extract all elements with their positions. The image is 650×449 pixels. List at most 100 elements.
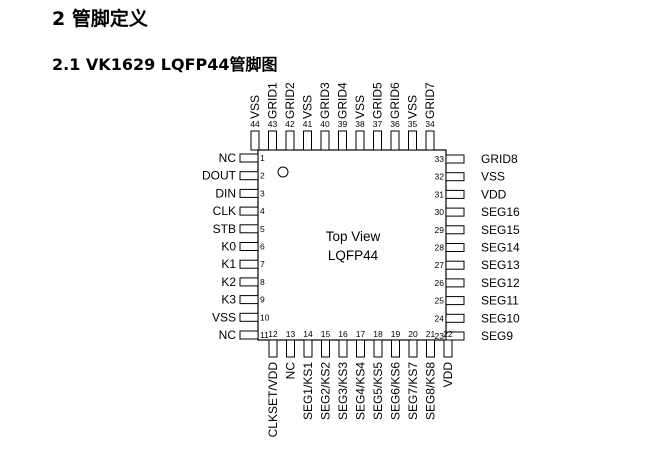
- pin-name: SEG4/KS4: [354, 362, 368, 420]
- pin-number: 40: [320, 119, 330, 129]
- chip-body: [257, 149, 447, 341]
- pin-number: 15: [321, 329, 331, 339]
- pin-number: 28: [435, 243, 445, 253]
- pin-name: SEG12: [481, 276, 520, 290]
- pin-name: DOUT: [202, 169, 237, 183]
- pin-name: CLK: [213, 204, 236, 218]
- pin-name: SEG10: [481, 311, 520, 325]
- pin-number: 12: [268, 329, 278, 339]
- pin-number: 25: [435, 296, 445, 306]
- pin-lead: [250, 130, 260, 151]
- pin-name: GRID7: [423, 82, 437, 119]
- pin-number: 37: [373, 119, 383, 129]
- pin-number: 36: [390, 119, 400, 129]
- pin-name: SEG6/KS6: [389, 362, 403, 420]
- pin-number: 32: [435, 172, 445, 182]
- pin-number: 10: [260, 312, 270, 322]
- pin-lead: [239, 295, 259, 305]
- pin-name: SEG14: [481, 241, 520, 255]
- pin-lead: [445, 172, 465, 182]
- pin-number: 9: [260, 295, 265, 305]
- pin-lead: [239, 153, 259, 163]
- pin-number: 11: [260, 330, 269, 340]
- pin-lead: [373, 339, 383, 358]
- pin-lead: [285, 130, 295, 151]
- pin-name: VSS: [406, 95, 420, 119]
- pin-name: K2: [221, 275, 236, 289]
- pin-lead: [338, 339, 348, 358]
- pin-name: GRID1: [266, 82, 280, 119]
- subsection-title: 2.1 VK1629 LQFP44管脚图: [52, 55, 278, 74]
- pin-number: 19: [391, 329, 401, 339]
- pin-number: 35: [408, 119, 418, 129]
- pin-name: GRID5: [371, 82, 385, 119]
- pin-number: 26: [435, 278, 445, 288]
- pin-name: VSS: [301, 95, 315, 119]
- pin-lead: [239, 171, 259, 181]
- pin-lead: [408, 339, 418, 358]
- pin-lead: [239, 330, 259, 340]
- pin-number: 17: [356, 329, 366, 339]
- pin-lead: [338, 130, 347, 151]
- pin-name: SEG13: [481, 258, 520, 272]
- pin-number: 20: [408, 329, 418, 339]
- pin-lead: [356, 339, 365, 358]
- pin-number: 8: [260, 277, 265, 287]
- pin-number: 44: [250, 119, 260, 129]
- pin-name: SEG9: [481, 329, 513, 343]
- pin-lead: [445, 225, 465, 235]
- pin-number: 7: [260, 259, 265, 269]
- pin-lead: [445, 207, 465, 217]
- pin-number: 27: [435, 260, 445, 270]
- pin-name: CLKSET/VDD: [266, 362, 280, 438]
- pin-number: 34: [425, 119, 435, 129]
- pin-name: SEG15: [481, 223, 520, 237]
- pin-name: GRID2: [283, 82, 297, 119]
- pin-lead: [320, 130, 330, 151]
- pin-lead: [239, 206, 259, 216]
- pin-lead: [445, 154, 465, 164]
- pin-lead: [445, 331, 465, 341]
- pin-name: SEG3/KS3: [336, 362, 350, 420]
- pin-name: SEG7/KS7: [406, 362, 420, 420]
- pin-lead: [445, 260, 465, 270]
- pin-lead: [239, 224, 259, 234]
- pin-name: VSS: [353, 95, 367, 119]
- pin-number: 4: [260, 206, 265, 216]
- pin-lead: [408, 130, 417, 151]
- pin-lead: [303, 130, 312, 151]
- pin-number: 18: [373, 329, 383, 339]
- pin-number: 21: [426, 329, 436, 339]
- pin-lead: [445, 243, 465, 252]
- pin-number: 31: [435, 189, 445, 199]
- pin-name: GRID6: [388, 82, 402, 119]
- pin-lead: [426, 339, 435, 358]
- pin-lead: [239, 188, 259, 198]
- pin-number: 16: [338, 329, 348, 339]
- pin-name: VSS: [248, 95, 262, 119]
- top-view-label: Top View: [326, 229, 381, 244]
- pin-number: 22: [443, 329, 453, 339]
- pin-lead: [239, 277, 259, 287]
- pin-number: 5: [260, 224, 265, 234]
- pin-lead: [268, 130, 277, 151]
- pin-lead: [239, 242, 259, 251]
- pin-name: NC: [284, 362, 298, 380]
- pin-lead: [391, 339, 400, 358]
- pin-lead: [445, 278, 465, 288]
- pin-name: DIN: [215, 186, 236, 200]
- pin-name: K0: [221, 240, 236, 254]
- pin-lead: [321, 339, 330, 358]
- pin-lead: [303, 339, 313, 358]
- pin-lead: [390, 130, 400, 151]
- pin-number: 13: [286, 329, 296, 339]
- pin-name: NC: [219, 328, 237, 342]
- pin-lead: [443, 339, 453, 358]
- pin-name: SEG1/KS1: [301, 362, 315, 420]
- pin1-marker: [277, 166, 289, 178]
- pin-lead: [239, 312, 259, 322]
- pin-name: K3: [221, 293, 236, 307]
- section-title: 2 管脚定义: [52, 8, 148, 30]
- pin-number: 23: [435, 331, 445, 341]
